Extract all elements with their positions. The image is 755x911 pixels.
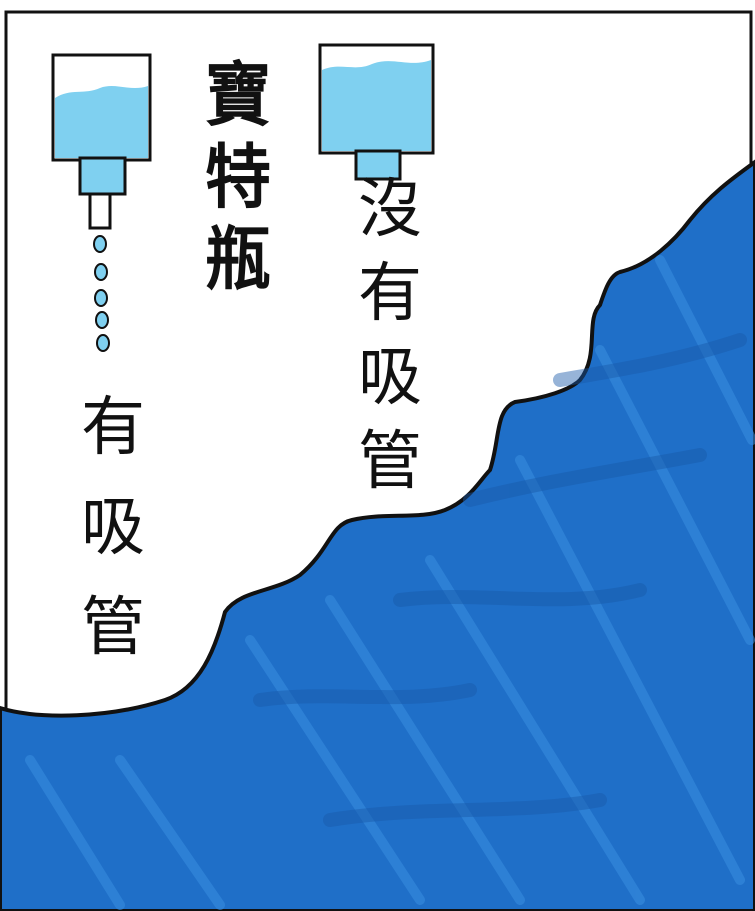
water-drops-icon — [93, 235, 110, 352]
title-pet-bottle: 寶特瓶 — [183, 55, 293, 301]
bottle-with-straw-icon — [51, 53, 152, 230]
label-without-straw: 沒有吸管 — [335, 168, 445, 504]
label-with-straw-char-0: 有 — [81, 391, 145, 465]
label-with-straw-char-1: 吸 — [81, 491, 145, 565]
label-without-straw-char-2: 吸 — [358, 341, 422, 415]
title-char-0: 寶 — [205, 55, 271, 136]
bottle-without-straw-icon — [318, 43, 435, 181]
label-without-straw-char-0: 沒 — [358, 173, 422, 247]
label-without-straw-char-1: 有 — [358, 257, 422, 331]
label-without-straw-char-3: 管 — [358, 425, 422, 499]
title-char-1: 特 — [205, 137, 271, 218]
label-with-straw: 有吸管 — [58, 378, 168, 678]
label-with-straw-char-2: 管 — [81, 591, 145, 665]
ocean-wave-icon — [0, 159, 755, 911]
title-char-2: 瓶 — [205, 219, 271, 300]
